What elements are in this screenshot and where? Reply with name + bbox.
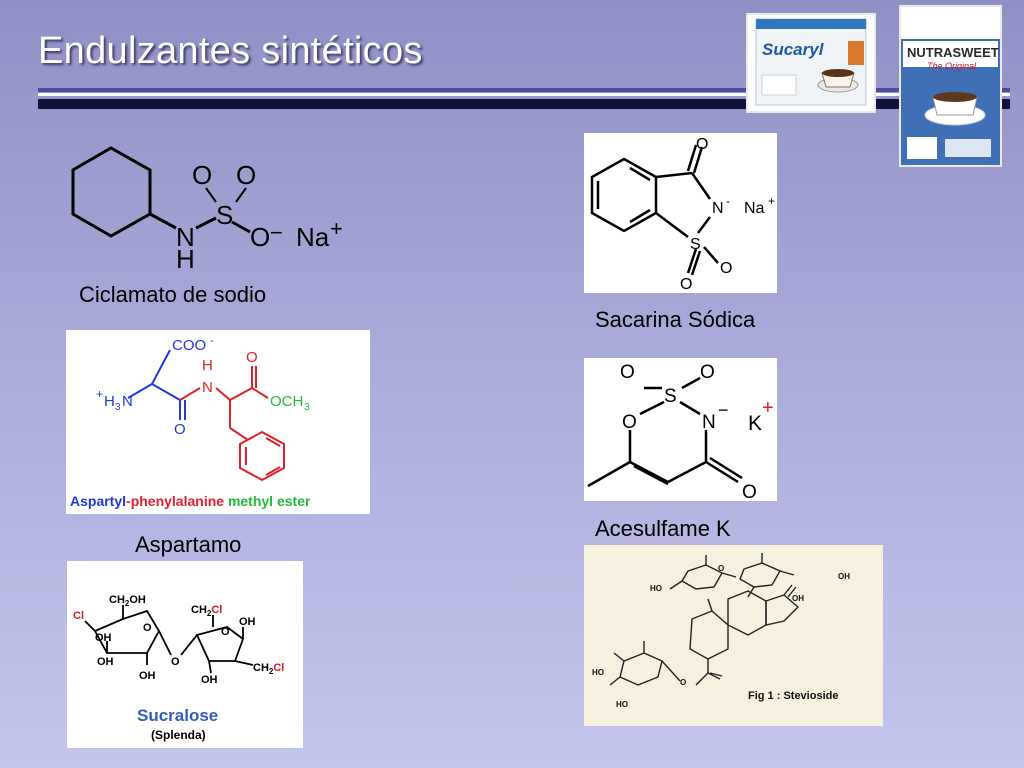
aspartamo-coo-charge: - [210, 335, 214, 347]
acesulfame-s: S [664, 386, 677, 407]
ciclamato-n: N [176, 222, 195, 252]
sacarina-structure: O N - Na + S O O [590, 136, 775, 293]
ciclamato-h: H [176, 244, 195, 274]
sacarina-n-charge: - [726, 194, 730, 208]
stevioside-label: Fig 1 : Stevioside [748, 690, 838, 702]
sucralose-label: Sucralose [137, 706, 218, 725]
aspartamo-caption: Aspartamo [135, 532, 242, 557]
sucaryl-box-illustration: Sucaryl [748, 15, 874, 111]
acesulfame-panel: O O S N − O O K + [584, 358, 777, 503]
ciclamato-o2: O [236, 160, 256, 190]
aspartamo-h3n-n: N [122, 393, 133, 410]
sacarina-o-b1: O [720, 260, 732, 277]
nutrasweet-box-illustration: NUTRASWEET The Original [901, 7, 1000, 165]
sacarina-na-charge: + [768, 194, 775, 208]
acesulfame-k-charge: + [762, 397, 774, 419]
acesulfame-k: K [748, 412, 762, 435]
sucaryl-brand: Sucaryl [762, 40, 825, 59]
sucralose-sublabel: (Splenda) [151, 728, 206, 742]
aspartamo-h3n-h: H [104, 393, 115, 410]
sucralose-panel: CH2OH Cl OH O OH OH O CH2Cl O OH OH CH2C… [67, 561, 303, 748]
title-rule-white [38, 93, 1010, 96]
slide-title: Endulzantes sintéticos [38, 30, 423, 72]
aspartamo-nh-h: H [202, 357, 213, 374]
sucralose-structure: CH2OH Cl OH O OH OH O CH2Cl O OH OH CH2C… [73, 594, 284, 742]
sacarina-o-top: O [696, 136, 708, 153]
stevioside-oh2: OH [792, 594, 804, 603]
aspartamo-label-ester: methyl ester [224, 493, 311, 509]
sucralose-oh1: OH [95, 632, 112, 644]
ciclamato-minus: − [270, 220, 283, 245]
ciclamato-caption: Ciclamato de sodio [79, 282, 267, 307]
sacarina-na: Na [744, 200, 765, 217]
title-rule-blue [38, 88, 1010, 92]
sucralose-oh5: OH [201, 674, 218, 686]
acesulfame-structure: O O S N − O O K + [587, 362, 774, 503]
aspartamo-label-phenylalanine: -phenylalanine [126, 493, 224, 509]
aspartamo-label-aspartyl: Aspartyl [70, 493, 126, 509]
sucralose-oh4: OH [239, 616, 256, 628]
ciclamato-o1: O [192, 160, 212, 190]
sucaryl-product-photo: Sucaryl [746, 13, 876, 113]
stevioside-oh1: OH [838, 572, 850, 581]
stevioside-ho1: HO [650, 584, 662, 593]
nutrasweet-tagline: The Original [927, 61, 977, 71]
aspartamo-och3: OCH [270, 393, 303, 410]
sacarina-o-b2: O [680, 276, 692, 293]
ciclamato-na: Na [296, 222, 330, 252]
acesulfame-o1: O [620, 362, 635, 383]
ciclamato-s: S [216, 200, 233, 230]
sacarina-panel: O N - Na + S O O [584, 133, 777, 293]
sucralose-ch2cl: CH2Cl [191, 604, 222, 618]
acesulfame-n-charge: − [718, 400, 729, 420]
sucralose-cl1: Cl [73, 610, 84, 622]
nutrasweet-brand: NUTRASWEET [907, 45, 999, 60]
sacarina-s: S [690, 236, 701, 253]
aspartamo-och3-sub: 3 [304, 402, 310, 413]
sacarina-caption: Sacarina Sódica [595, 307, 756, 332]
ciclamato-o-minus: O [250, 222, 270, 252]
sucralose-oh3: OH [139, 670, 156, 682]
aspartamo-nh-n: N [202, 379, 213, 396]
stevioside-panel: O HO OH OH HO HO O Fig 1 : Stevioside [584, 545, 883, 726]
acesulfame-n: N [702, 412, 716, 433]
aspartamo-plus: + [96, 387, 103, 401]
sucralose-ch2oh: CH2OH [109, 594, 146, 608]
acesulfame-caption: Acesulfame K [595, 516, 731, 541]
sacarina-n: N [712, 200, 724, 217]
sucralose-o-ring2: O [221, 626, 230, 638]
aspartamo-structure: COO - + H 3 N O H N O OCH 3 Aspartyl-phe… [70, 335, 311, 509]
acesulfame-o2: O [700, 362, 715, 383]
sucralose-ch2cl2: CH2Cl [253, 662, 284, 676]
stevioside-structure: O HO OH OH HO HO O Fig 1 : Stevioside [592, 553, 850, 709]
aspartamo-o-ester: O [246, 349, 258, 366]
aspartamo-panel: COO - + H 3 N O H N O OCH 3 Aspartyl-phe… [66, 330, 370, 514]
acesulfame-o-carbonyl: O [742, 482, 757, 501]
aspartamo-h3n-sub: 3 [115, 402, 121, 413]
aspartamo-coo: COO [172, 337, 206, 354]
nutrasweet-product-photo: NUTRASWEET The Original [899, 5, 1002, 167]
aspartamo-o-amide: O [174, 421, 186, 438]
sucralose-o-ring1: O [143, 622, 152, 634]
stevioside-ho2: HO [592, 668, 604, 677]
ciclamato-plus: + [330, 216, 343, 241]
stevioside-o2: O [680, 678, 686, 687]
stevioside-o1: O [718, 564, 724, 573]
sucralose-o-link: O [171, 656, 180, 668]
stevioside-ho3: HO [616, 700, 628, 709]
title-rule-navy [38, 99, 1010, 109]
ciclamato-structure: O O S N H O − Na + [71, 146, 343, 274]
aspartamo-label: Aspartyl-phenylalanine methyl ester [70, 493, 311, 509]
sucralose-oh2: OH [97, 656, 114, 668]
acesulfame-o-ring: O [622, 412, 637, 433]
